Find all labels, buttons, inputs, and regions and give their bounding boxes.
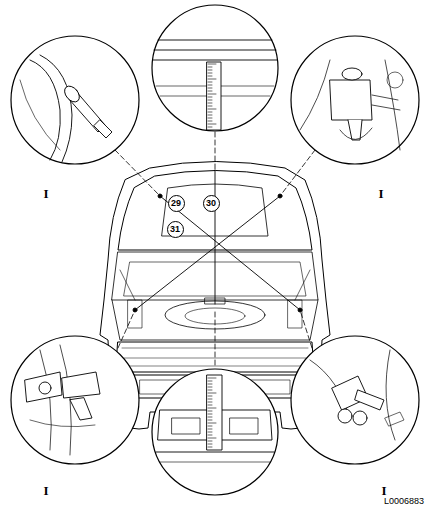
tape-tick <box>208 384 212 385</box>
tape-tick <box>208 70 212 71</box>
tape-tick <box>208 91 212 92</box>
tape-tick <box>208 94 216 95</box>
callout-circle: 30 <box>203 195 220 212</box>
tape-tick <box>208 432 212 433</box>
tape-tick <box>208 76 212 77</box>
tape-detail-bottom <box>156 375 274 462</box>
tape-tick <box>208 417 212 418</box>
tape-tick <box>208 103 212 104</box>
tape-tick <box>208 106 212 107</box>
gauge-detail-top-left <box>20 55 112 162</box>
gauge-detail-bottom-right <box>310 350 404 440</box>
tape-tick <box>208 387 212 388</box>
tape-tick <box>208 100 212 101</box>
tape-tick <box>208 381 212 382</box>
tape-tick <box>208 423 216 424</box>
tape-tick <box>208 97 212 98</box>
view-marker: I <box>42 187 49 200</box>
tape-tick <box>208 414 212 415</box>
gauge-detail-bottom-left <box>25 345 100 455</box>
callout-circle: 29 <box>168 195 185 212</box>
tape-tick <box>208 444 212 445</box>
tape-tick <box>208 127 212 128</box>
gauge-detail-top-right <box>300 60 403 150</box>
tape-tick <box>208 121 212 122</box>
tape-tick <box>208 396 212 397</box>
tape-tick <box>208 115 212 116</box>
tape-tick <box>208 82 212 83</box>
tape-tick <box>208 420 212 421</box>
tape-tick <box>208 399 212 400</box>
tape-tick <box>208 390 212 391</box>
tape-tick <box>208 85 212 86</box>
tape-tick <box>208 124 216 125</box>
tape-tick <box>208 429 212 430</box>
tape-tick <box>208 67 212 68</box>
callout-circle: 31 <box>167 221 184 238</box>
tape-tick <box>208 441 212 442</box>
tape-tick <box>208 426 212 427</box>
callout-number: 31 <box>170 225 180 234</box>
tape-tick <box>208 402 212 403</box>
tape-tick <box>208 88 212 89</box>
detail-circles <box>11 5 419 495</box>
measuring-lines <box>133 170 302 312</box>
view-marker: I <box>380 484 387 497</box>
view-marker: I <box>42 484 49 497</box>
tape-tick <box>208 438 216 439</box>
tape-tick <box>208 405 212 406</box>
tape-detail-top <box>153 40 277 130</box>
tape-tick <box>208 79 216 80</box>
view-marker: I <box>377 187 384 200</box>
callout-number: 30 <box>206 199 216 208</box>
tape-tick <box>208 64 216 65</box>
tape-tick <box>208 393 216 394</box>
leader-lines <box>115 132 315 365</box>
tape-tick <box>208 411 212 412</box>
tape-tick <box>208 112 212 113</box>
tape-tick <box>208 408 216 409</box>
drawing-number: L0006883 <box>383 497 425 506</box>
tape-tick <box>208 447 212 448</box>
tape-tick <box>208 118 212 119</box>
tape-tick <box>208 109 216 110</box>
tape-tick <box>208 378 216 379</box>
tape-tick <box>208 73 212 74</box>
callout-number: 29 <box>171 199 181 208</box>
tape-tick <box>208 435 212 436</box>
